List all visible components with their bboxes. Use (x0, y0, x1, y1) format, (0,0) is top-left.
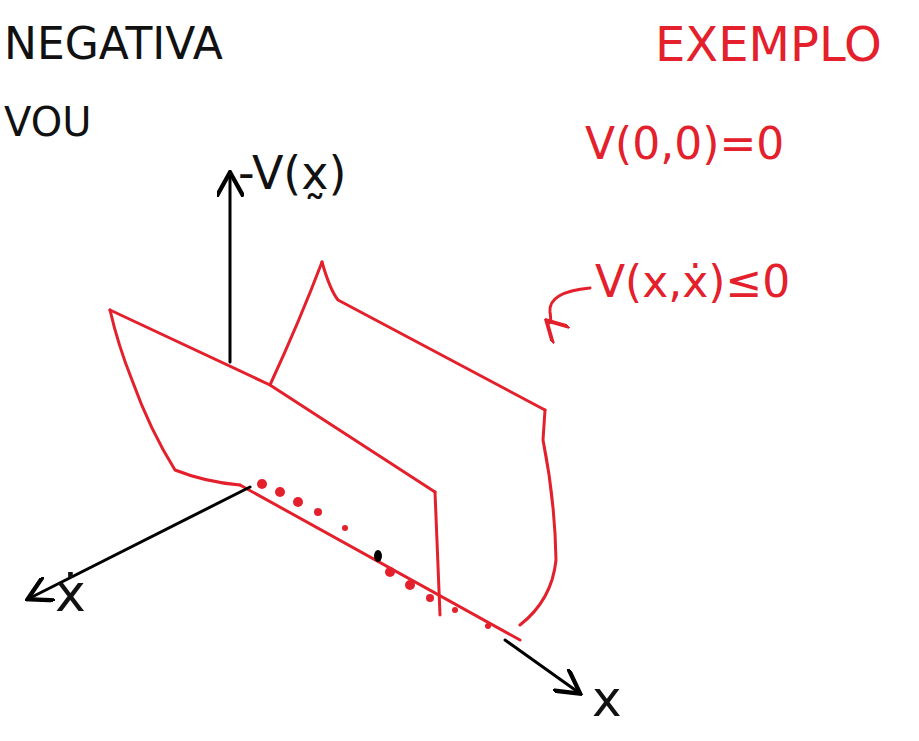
heading-note: VOU (4, 100, 91, 144)
heading-note: NEGATIVA (4, 20, 223, 68)
condition-text: V(x,ẋ)≤0 (595, 258, 790, 306)
callout-arrow (548, 288, 590, 323)
axis-label: ẋ (55, 565, 86, 622)
equilibrium-dots (257, 479, 491, 629)
axis-label: -V(x̰) (238, 148, 347, 199)
axes (30, 175, 578, 692)
axis-label: x (592, 672, 622, 727)
origin-dot (374, 550, 382, 562)
condition-text: V(0,0)=0 (585, 120, 784, 168)
example-heading: EXEMPLO (655, 18, 882, 71)
trough-surface (110, 262, 556, 640)
